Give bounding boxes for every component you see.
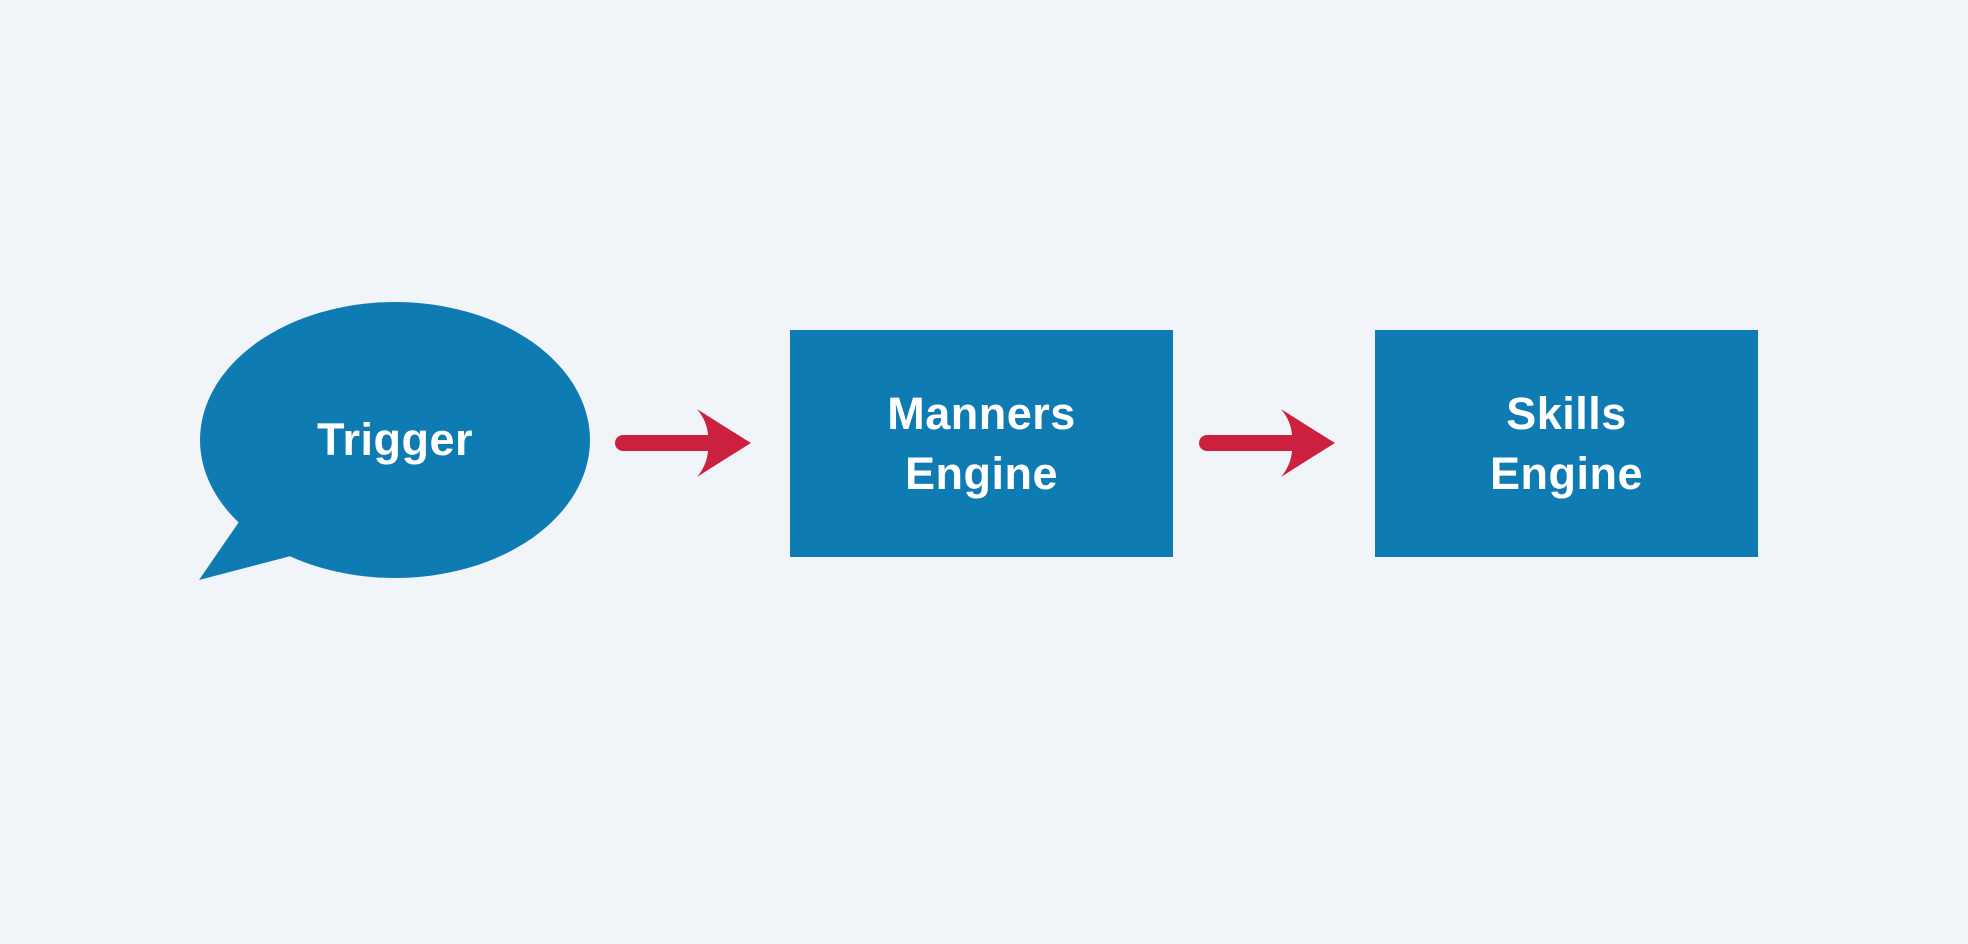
arrow-trigger-to-manners: [615, 409, 751, 477]
manners-engine-label-line1: Manners: [887, 387, 1076, 439]
trigger-node-label-container: Trigger: [200, 302, 590, 578]
skills-engine-label-line2: Engine: [1489, 447, 1643, 499]
speech-bubble-tail: [199, 503, 314, 580]
node-manners-engine: Manners Engine: [790, 330, 1173, 557]
skills-engine-label-line1: Skills: [1506, 387, 1627, 439]
arrow-manners-to-skills: [1199, 409, 1335, 477]
trigger-label: Trigger: [316, 414, 474, 465]
speech-bubble-trigger: [200, 302, 590, 578]
node-skills-engine: Skills Engine: [1375, 330, 1758, 557]
manners-engine-label-line2: Engine: [904, 447, 1058, 499]
